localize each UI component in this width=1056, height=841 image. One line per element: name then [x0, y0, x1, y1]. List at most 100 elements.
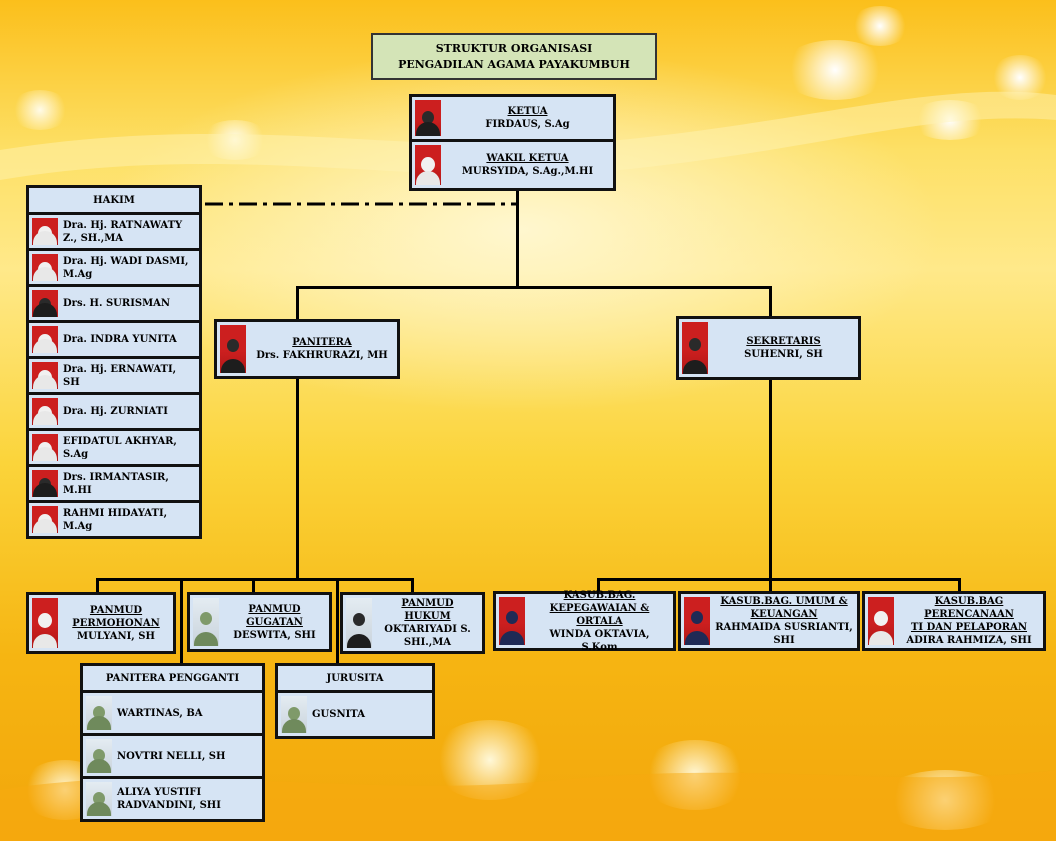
connector-line: [769, 378, 772, 580]
jurusita-header: JURUSITA: [275, 663, 435, 693]
panitera-pengganti-member-name: WARTINAS, BA: [117, 707, 203, 719]
bokeh-light: [880, 770, 1010, 830]
connector-line: [96, 578, 99, 594]
hakim-member-photo: [32, 326, 58, 353]
connector-line: [336, 578, 339, 664]
kasubbag-perencanaan-role-1: KASUB.BAG PERENCANAAN: [924, 596, 1014, 620]
panmud-hukum-name: OKTARIYADI S. SHI.,MA: [384, 624, 471, 648]
sekretaris-name: SUHENRI, SH: [744, 349, 823, 360]
hakim-member-row: EFIDATUL AKHYAR, S.Ag: [26, 428, 202, 467]
panmud-gugatan-name: DESWITA, SHI: [233, 629, 316, 641]
connector-line: [296, 378, 299, 580]
title-line-2: PENGADILAN AGAMA PAYAKUMBUH: [398, 57, 630, 71]
panitera-pengganti-member-photo: [86, 782, 112, 816]
kasubbag-perencanaan-photo: [868, 597, 894, 645]
panmud-permohonan-role: PANMUD PERMOHONAN: [72, 604, 160, 629]
hakim-member-photo: [32, 362, 58, 389]
panmud-hukum-photo: [346, 598, 372, 648]
panitera-pengganti-member-row: NOVTRI NELLI, SH: [80, 733, 265, 779]
panitera-pengganti-member-photo: [86, 696, 112, 730]
ketua-role: KETUA: [507, 106, 548, 117]
kasubbag-umum-photo: [684, 597, 710, 645]
panitera-pengganti-member-row: WARTINAS, BA: [80, 690, 265, 736]
hakim-member-row: RAHMI HIDAYATI, M.Ag: [26, 500, 202, 539]
title-line-1: STRUKTUR ORGANISASI: [435, 41, 593, 55]
connector-line: [296, 286, 299, 322]
hakim-member-photo: [32, 254, 58, 281]
jurusita-member-photo: [281, 696, 307, 733]
connector-line: [597, 578, 961, 581]
hakim-member-photo: [32, 218, 58, 245]
bokeh-light: [850, 6, 910, 46]
connector-line: [769, 578, 772, 594]
wakil-ketua-box: WAKIL KETUA MURSYIDA, S.Ag.,M.HI: [409, 139, 616, 191]
wakil-ketua-photo: [415, 145, 441, 185]
panmud-permohonan-photo: [32, 598, 58, 648]
hakim-member-row: Drs. H. SURISMAN: [26, 284, 202, 323]
hakim-member-name: RAHMI HIDAYATI, M.Ag: [63, 507, 168, 532]
kasubbag-kepegawaian-name: WINDA OKTAVIA, S.Kom: [549, 628, 650, 653]
kasubbag-kepegawaian-photo: [499, 597, 525, 645]
bokeh-light: [640, 740, 750, 810]
hakim-member-row: Dra. Hj. RATNAWATY Z., SH.,MA: [26, 212, 202, 251]
kasubbag-kepegawaian-role-2: ORTALA: [576, 615, 623, 627]
hakim-member-name: Dra. INDRA YUNITA: [63, 334, 177, 345]
hakim-member-name: Drs. IRMANTASIR, M.HI: [63, 471, 169, 496]
hakim-member-row: Dra. Hj. ERNAWATI, SH: [26, 356, 202, 395]
sekretaris-box: SEKRETARIS SUHENRI, SH: [676, 316, 861, 380]
panitera-pengganti-member-name: NOVTRI NELLI, SH: [117, 750, 226, 762]
jurusita-member-name: GUSNITA: [312, 709, 365, 720]
hakim-member-photo: [32, 470, 58, 497]
sekretaris-role: SEKRETARIS: [746, 336, 821, 347]
bokeh-light: [200, 120, 270, 160]
connector-line: [96, 578, 414, 581]
connector-line: [296, 286, 772, 289]
hakim-member-name: Drs. H. SURISMAN: [63, 298, 171, 309]
panmud-hukum-role: PANMUD HUKUM: [401, 598, 454, 622]
kasubbag-perencanaan-name: ADIRA RAHMIZA, SHI: [906, 635, 1032, 646]
wakil-ketua-role: WAKIL KETUA: [486, 153, 569, 164]
connector-line: [769, 286, 772, 319]
bokeh-light: [990, 55, 1050, 100]
wakil-ketua-name: MURSYIDA, S.Ag.,M.HI: [461, 166, 594, 177]
kasubbag-umum-role-2: KEUANGAN: [750, 609, 818, 620]
panitera-pengganti-header: PANITERA PENGGANTI: [80, 663, 265, 693]
connector-line: [252, 578, 255, 594]
kasubbag-kepegawaian-role-1: KASUB.BAG. KEPEGAWAIAN &: [549, 589, 650, 614]
bokeh-light: [780, 40, 890, 100]
hakim-member-name: Dra. Hj. ERNAWATI, SH: [63, 363, 177, 388]
ketua-photo: [415, 100, 441, 136]
hakim-member-row: Dra. INDRA YUNITA: [26, 320, 202, 359]
sekretaris-photo: [682, 322, 708, 374]
panitera-name: Drs. FAKHRURAZI, MH: [256, 350, 388, 361]
panmud-hukum-box: PANMUD HUKUM OKTARIYADI S. SHI.,MA: [340, 592, 485, 654]
hakim-member-photo: [32, 290, 58, 317]
kasubbag-umum-role-1: KASUB.BAG. UMUM &: [720, 596, 848, 607]
bokeh-light: [910, 100, 990, 140]
panitera-pengganti-member-photo: [86, 739, 112, 773]
hakim-member-name: Dra. Hj. ZURNIATI: [63, 406, 168, 417]
hakim-header: HAKIM: [26, 185, 202, 215]
connector-line: [516, 190, 519, 288]
connector-line: [958, 578, 961, 594]
jurusita-member-row: GUSNITA: [275, 690, 435, 739]
hakim-dashdot-connector: [205, 202, 517, 206]
connector-line: [180, 578, 183, 664]
ketua-name: FIRDAUS, S.Ag: [485, 119, 570, 130]
panmud-gugatan-photo: [193, 598, 219, 646]
panitera-role: PANITERA: [292, 337, 352, 348]
hakim-member-name: Dra. Hj. RATNAWATY Z., SH.,MA: [63, 219, 183, 244]
hakim-member-photo: [32, 434, 58, 461]
panitera-pengganti-member-name: ALIYA YUSTIFI RADVANDINI, SHI: [117, 787, 221, 811]
kasubbag-umum-name: RAHMAIDA SUSRIANTI, SHI: [715, 622, 853, 646]
hakim-member-name: Dra. Hj. WADI DASMI, M.Ag: [63, 255, 189, 280]
chart-title: STRUKTUR ORGANISASI PENGADILAN AGAMA PAY…: [371, 33, 657, 80]
panitera-photo: [220, 325, 246, 373]
hakim-member-row: Dra. Hj. WADI DASMI, M.Ag: [26, 248, 202, 287]
kasubbag-perencanaan-box: KASUB.BAG PERENCANAAN TI DAN PELAPORAN A…: [862, 591, 1046, 651]
panitera-pengganti-member-row: ALIYA YUSTIFI RADVANDINI, SHI: [80, 776, 265, 822]
kasubbag-perencanaan-role-2: TI DAN PELAPORAN: [910, 622, 1028, 633]
hakim-member-name: EFIDATUL AKHYAR, S.Ag: [63, 435, 177, 460]
hakim-member-row: Drs. IRMANTASIR, M.HI: [26, 464, 202, 503]
